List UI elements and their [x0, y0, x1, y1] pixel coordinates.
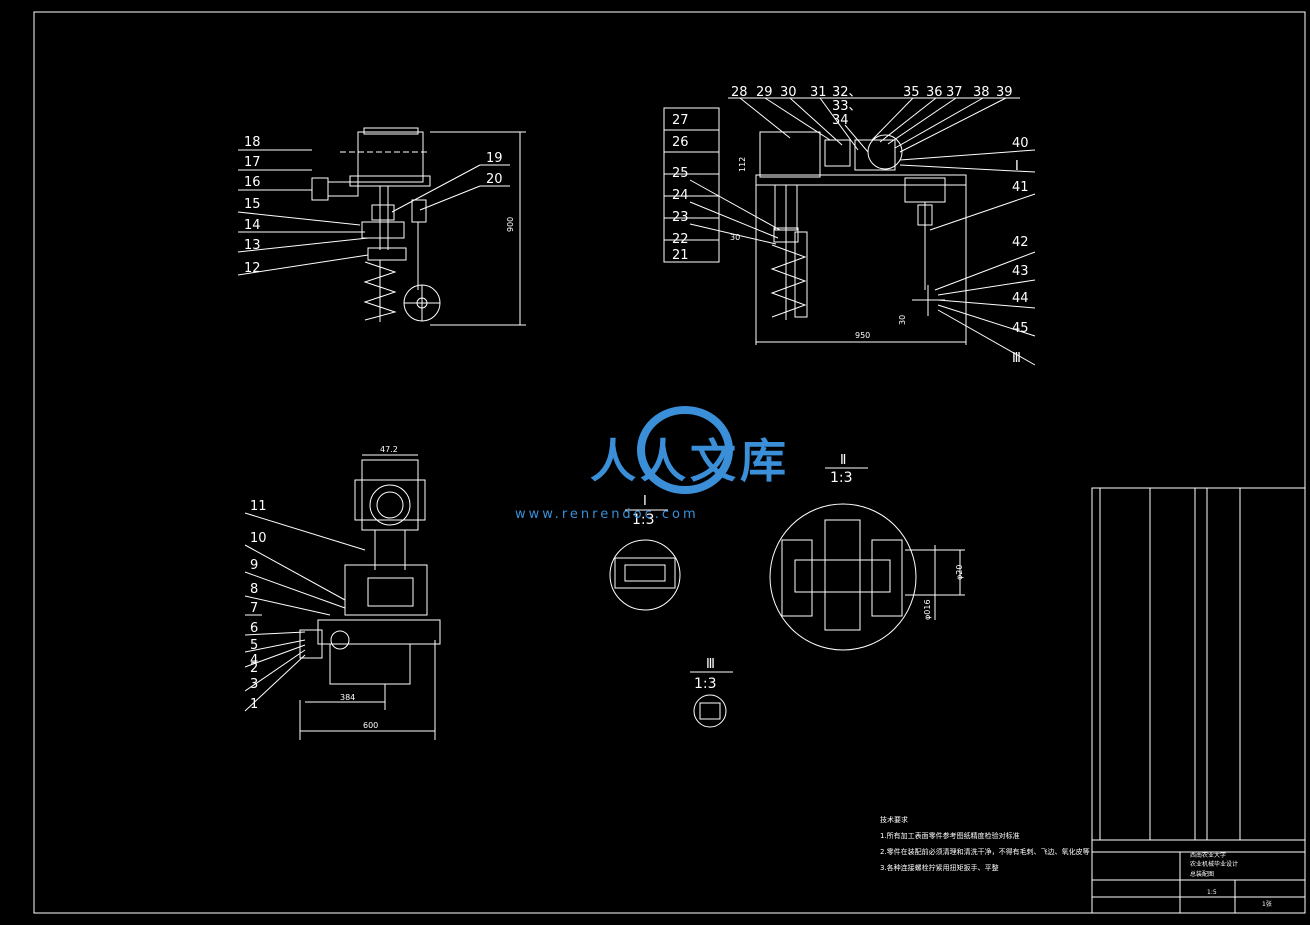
notes-title: 技术要求 — [880, 816, 908, 824]
watermark-brand: 人人文库 — [590, 434, 790, 488]
notes-item: 3.各种连接螺栓拧紧用扭矩扳手、平整 — [880, 864, 999, 872]
view-1: 900 18 17 16 15 14 13 12 19 20 — [237, 127, 526, 326]
detail-I-name: Ⅰ — [643, 494, 647, 509]
label-1: 1 — [250, 697, 258, 712]
label-12: 12 — [244, 261, 261, 276]
label-13: 13 — [244, 238, 261, 253]
label-2: 2 — [250, 661, 258, 676]
notes-item: 2.零件在装配前必须清理和清洗干净，不得有毛刺、飞边、氧化皮等 — [880, 848, 1090, 856]
view-3: 384 600 47.2 11 10 9 8 7 6 5 4 3 2 1 — [244, 445, 441, 740]
label-16: 16 — [244, 175, 261, 190]
label-7: 7 — [250, 601, 258, 616]
detail-II: Ⅱ 1:3 φ20 φ016 — [769, 453, 965, 651]
view2-dim-112: 112 — [738, 157, 747, 172]
detail-I-scale: 1:3 — [632, 512, 655, 528]
title-scale: 1:5 — [1207, 889, 1217, 896]
view3-dim-47: 47.2 — [380, 445, 398, 454]
outer-frame — [33, 11, 1306, 914]
label-27: 27 — [672, 113, 689, 128]
watermark-logo-icon — [637, 406, 733, 494]
label-25: 25 — [672, 166, 689, 181]
detail-III: Ⅲ 1:3 — [690, 657, 733, 728]
label-18: 18 — [244, 135, 261, 150]
label-23: 23 — [672, 210, 689, 225]
detail-II-dim1: φ20 — [955, 565, 964, 580]
view3-dim-600: 600 — [363, 721, 378, 730]
detail-II-scale: 1:3 — [830, 470, 853, 486]
label-19: 19 — [486, 151, 503, 166]
label-8: 8 — [250, 582, 258, 597]
label-4: 4 — [250, 653, 258, 668]
label-31: 31 — [810, 85, 827, 100]
technical-notes: 技术要求 1.所有加工表面零件参考图纸精度检验对标准 2.零件在装配前必须清理和… — [880, 812, 1090, 876]
notes-item: 1.所有加工表面零件参考图纸精度检验对标准 — [880, 832, 1020, 840]
view-2: 950 112 30 30 27 26 25 24 23 22 21 28 29… — [663, 85, 1036, 366]
view3-dim-384: 384 — [340, 693, 355, 702]
detail-II-name: Ⅱ — [840, 453, 846, 468]
detail-I: Ⅰ 1:3 — [609, 494, 681, 611]
label-32: 32、 — [832, 85, 862, 100]
label-5: 5 — [250, 638, 258, 653]
label-15: 15 — [244, 197, 261, 212]
label-14: 14 — [244, 218, 261, 233]
title-sheet: 1张 — [1262, 900, 1272, 908]
parts-list: 西南农业大学 农业机械毕业设计 总装配图 1:5 1张 — [1091, 487, 1306, 914]
label-20: 20 — [486, 172, 503, 187]
label-35: 35 — [903, 85, 920, 100]
label-36: 36 — [926, 85, 943, 100]
label-43: 43 — [1012, 264, 1029, 279]
label-37: 37 — [946, 85, 963, 100]
label-29: 29 — [756, 85, 773, 100]
label-6: 6 — [250, 621, 258, 636]
detail-III-scale: 1:3 — [694, 676, 717, 692]
label-17: 17 — [244, 155, 261, 170]
label-26: 26 — [672, 135, 689, 150]
view1-dim: 900 — [506, 217, 515, 232]
label-34: 34 — [832, 113, 849, 128]
label-10: 10 — [250, 531, 267, 546]
label-40: 40 — [1012, 136, 1029, 151]
label-44: 44 — [1012, 291, 1029, 306]
label-22: 22 — [672, 232, 689, 247]
label-41: 41 — [1012, 180, 1029, 195]
label-42: 42 — [1012, 235, 1029, 250]
label-38: 38 — [973, 85, 990, 100]
title-project: 农业机械毕业设计 — [1190, 860, 1238, 868]
label-11: 11 — [250, 499, 267, 514]
view2-dim-30: 30 — [730, 233, 740, 242]
label-21: 21 — [672, 248, 689, 263]
label-45: 45 — [1012, 321, 1029, 336]
view2-width: 950 — [855, 331, 870, 340]
watermark-url: www.renrendoc.com — [515, 507, 699, 522]
label-9: 9 — [250, 558, 258, 573]
label-III-ref: Ⅲ — [1012, 351, 1021, 366]
label-33: 33、 — [832, 99, 862, 114]
label-I-ref: Ⅰ — [1015, 159, 1019, 174]
view2-dim-30b: 30 — [898, 315, 907, 325]
title-school: 西南农业大学 — [1190, 851, 1226, 859]
label-24: 24 — [672, 188, 689, 203]
detail-II-dim2: φ016 — [923, 599, 932, 620]
label-28: 28 — [731, 85, 748, 100]
label-30: 30 — [780, 85, 797, 100]
title-drawing-name: 总装配图 — [1190, 870, 1214, 878]
label-39: 39 — [996, 85, 1013, 100]
detail-III-name: Ⅲ — [706, 657, 715, 672]
